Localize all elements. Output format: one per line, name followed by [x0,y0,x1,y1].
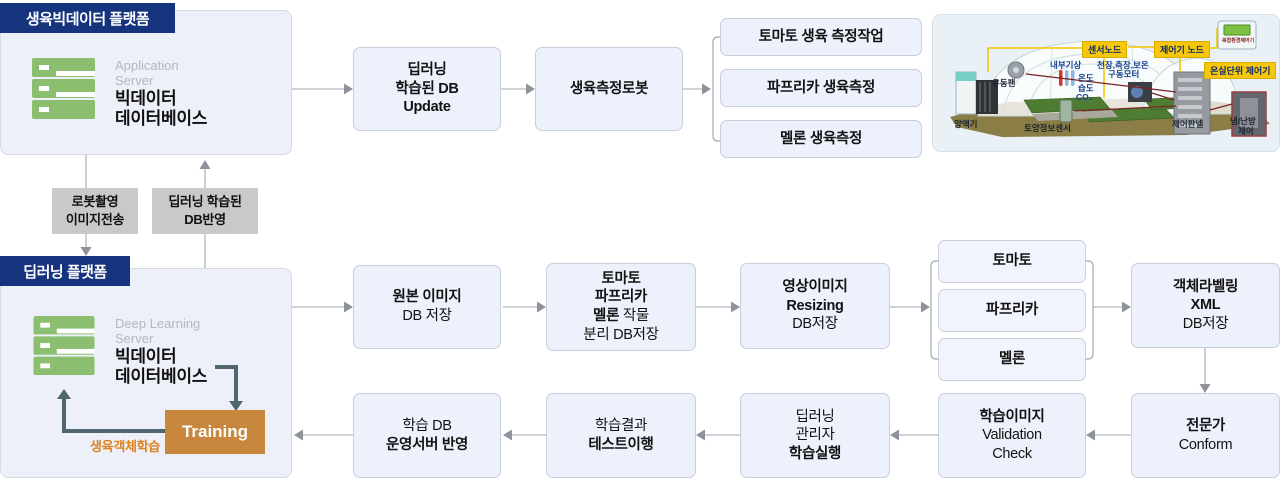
server-icon [33,316,95,376]
flow-box-db-update: 딥러닝 학습된 DB Update [353,47,501,131]
fan-label: 유동팬 [992,78,1016,88]
server-label-ko: 빅데이터 [115,346,177,366]
application-server-block: Application Server 빅데이터 데이터베이스 [32,58,207,130]
flow-box-validation-check: 학습이미지 Validation Check [938,393,1086,478]
flow-box-growth-robot: 생육측정로봇 [535,47,683,131]
hvac-label-1: 냉/난방 [1230,116,1256,126]
server-label-en: Deep Learning [115,316,201,331]
application-server-labels: Application Server 빅데이터 데이터베이스 [115,58,208,129]
flow-box-original-image-db: 원본 이미지 DB 저장 [353,265,501,349]
training-box: Training [165,410,265,454]
flow-box-object-labeling-xml: 객체라벨링 XML DB저장 [1131,263,1280,348]
humidity-label: 습도 [1078,83,1094,93]
deep-learning-platform-header: 딥러닝 플랫폼 [0,256,130,286]
temp-label: 온도 [1078,73,1094,83]
flow-box-tomato-measure: 토마토 생육 측정작업 [720,18,922,56]
hvac-label-2: 제어 [1238,126,1254,136]
nutrient-label: 양액기 [954,119,978,129]
motor-label-1: 천장,측장,보온 [1097,60,1149,70]
server-label-en: Application [115,58,179,73]
crop-box-melon: 멜론 [938,338,1086,381]
greenhouse-illustration: 센서노드 제어기 노드 온실단위 제어기 복합환경제어기 내부기상 천장,측장,… [932,14,1280,152]
flow-box-expert-conform: 전문가 Conform [1131,393,1280,478]
inner-weather-label: 내부기상 [1050,60,1082,70]
flow-box-paprika-measure: 파프리카 생육측정 [720,69,922,107]
co2-label: CO₂ [1076,92,1093,102]
crop-box-paprika: 파프리카 [938,289,1086,332]
control-panel-label: 제어판넬 [1172,119,1204,129]
flow-box-deploy-train-db: 학습 DB 운영서버 반영 [353,393,501,478]
device-caption: 복합환경제어기 [1222,38,1255,44]
growth-bigdata-platform-header: 생육빅데이터 플랫폼 [0,3,175,33]
deep-learning-server-labels: Deep Learning Server 빅데이터 데이터베이스 [115,316,208,387]
soil-sensor-label: 토양정보센서 [1024,123,1071,133]
flow-box-crop-split-db: 토마토 파프리카 멜론 작물 분리 DB저장 [546,263,696,351]
flow-box-test-result: 학습결과 테스트이행 [546,393,696,478]
flow-box-manager-training-run: 딥러닝 관리자 학습실행 [740,393,890,478]
connector-box-trained-db-apply: 딥러닝 학습된 DB반영 [152,188,258,234]
soil-sensor-device [1059,99,1073,123]
flow-box-melon-measure: 멜론 생육측정 [720,120,922,158]
server-label-ko: 빅데이터 [115,88,177,108]
server-icon [32,58,95,119]
flow-box-image-resizing-db: 영상이미지 Resizing DB저장 [740,263,890,349]
controller-node-label: 제어기 노드 [1154,41,1210,58]
unit-controller-label: 온실단위 제어기 [1204,62,1277,79]
greenhouse-graphic [932,14,1280,152]
growth-object-learning-label: 생육객체학습 [90,439,160,454]
motor-label-2: 구동모터 [1108,69,1140,79]
control-arrow-lines [1025,73,1233,112]
deep-learning-server-block: Deep Learning Server 빅데이터 데이터베이스 [33,316,207,388]
connector-box-robot-image-transfer: 로봇촬영 이미지전송 [52,188,138,234]
crop-box-tomato: 토마토 [938,240,1086,283]
sensor-node-label: 센서노드 [1082,41,1128,58]
